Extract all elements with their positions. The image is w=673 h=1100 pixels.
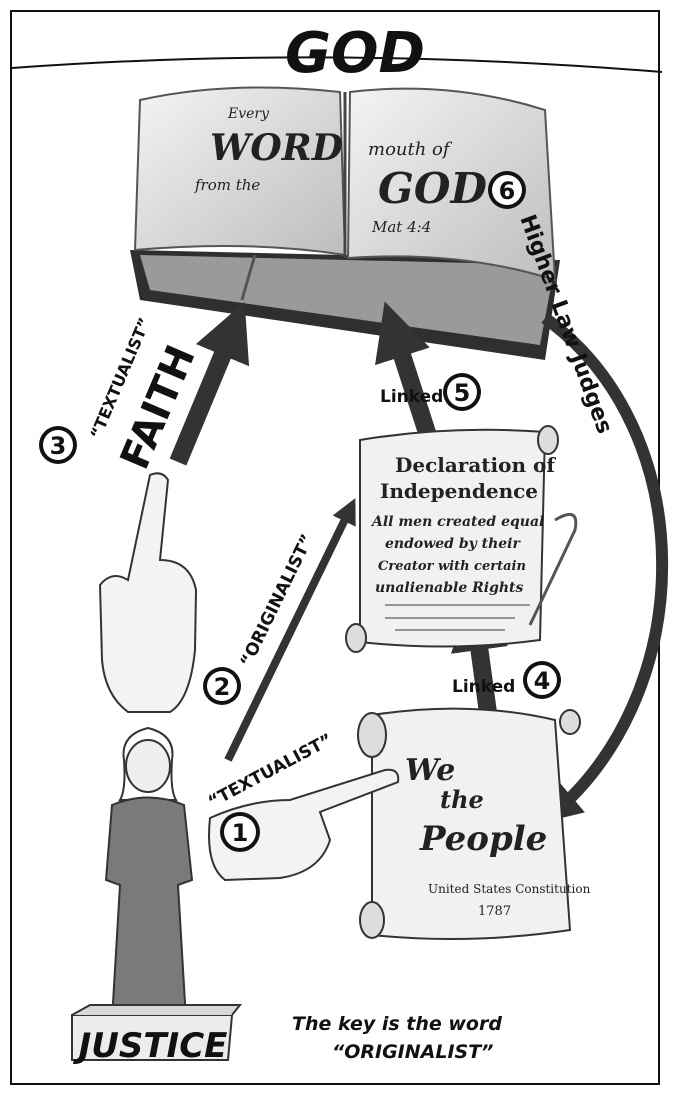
- step-3-number: 3: [50, 432, 67, 460]
- step-5-number: 5: [454, 379, 471, 407]
- declaration-scroll: [345, 425, 578, 653]
- raised-hand-illustration: [98, 472, 198, 713]
- declaration-title-1: Declaration of: [395, 453, 556, 477]
- justice-figure: [71, 726, 243, 1061]
- bible-left-line1: Every: [227, 106, 270, 122]
- constitution-year: 1787: [478, 904, 511, 919]
- bible-right-line2: GOD: [378, 164, 487, 213]
- step-3-marker: 3: [39, 426, 77, 464]
- declaration-body-1: All men created equal: [370, 514, 544, 530]
- bible-illustration: [130, 86, 560, 360]
- arrow-faith: [169, 302, 250, 466]
- step-5-marker: 5: [443, 373, 481, 411]
- declaration-body-4: unalienable Rights: [375, 580, 523, 596]
- constitution-people: People: [419, 819, 547, 859]
- bible-right-line3: Mat 4:4: [371, 218, 431, 236]
- step-4-marker: 4: [523, 661, 561, 699]
- justice-label: JUSTICE: [73, 1026, 228, 1066]
- step-2-number: 2: [214, 673, 231, 701]
- constitution-we: We: [405, 753, 455, 788]
- step-4-number: 4: [534, 667, 551, 695]
- caption-line-2: “ORIGINALIST”: [332, 1041, 493, 1063]
- step-4-label: Linked: [452, 677, 515, 697]
- declaration-title-2: Independence: [380, 479, 538, 503]
- step-6-number: 6: [499, 177, 516, 205]
- step-1-number: 1: [232, 819, 249, 847]
- constitution-caption: United States Constitution: [428, 882, 591, 896]
- constitution-scroll: [357, 707, 581, 940]
- arrow-linked-5: [374, 301, 441, 451]
- caption-line-1: The key is the word: [292, 1013, 502, 1035]
- arrow-higher-law: [541, 313, 669, 823]
- god-title: GOD: [285, 21, 425, 86]
- step-6-marker: 6: [488, 171, 526, 209]
- step-1-marker: 1: [220, 812, 260, 852]
- pointing-hand-illustration: [208, 768, 400, 882]
- bible-left-line2: WORD: [210, 127, 343, 169]
- step-5-label: Linked: [380, 387, 443, 407]
- heaven-line: [11, 56, 663, 73]
- arrow-originalist: [224, 498, 356, 762]
- constitution-the: the: [440, 785, 484, 814]
- declaration-body-3: Creator with certain: [378, 559, 526, 574]
- declaration-body-2: endowed by their: [385, 536, 522, 552]
- bible-right-line1: mouth of: [368, 139, 453, 160]
- bible-left-line3: from the: [194, 176, 260, 194]
- step-2-marker: 2: [203, 667, 241, 705]
